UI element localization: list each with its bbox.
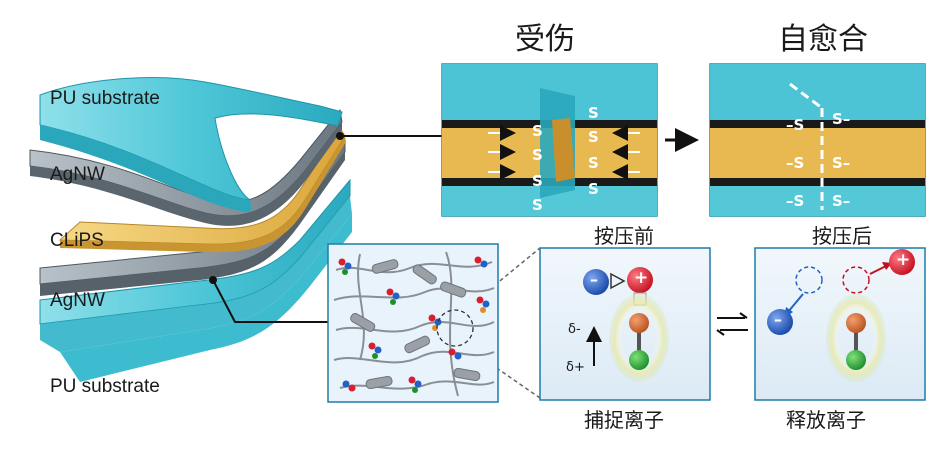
equilibrium-arrows	[716, 312, 748, 336]
damaged-panel	[441, 63, 658, 217]
released-anion	[767, 309, 793, 335]
caption-capture-ions: 捕捉离子	[584, 408, 664, 432]
pu-top-layer	[39, 77, 343, 201]
sulfur-label: S	[588, 128, 599, 146]
label-pu-substrate-top: PU substrate	[50, 88, 160, 109]
sulfur-label: S	[588, 154, 599, 172]
delta-minus-label: δ-	[568, 322, 581, 337]
sulfur-bond-left: –S	[786, 154, 805, 172]
sulfur-label: S	[588, 104, 599, 122]
sulfur-bond-left: –S	[786, 192, 805, 210]
caption-after-press: 按压后	[812, 224, 872, 248]
caption-release-ions: 释放离子	[786, 408, 866, 432]
label-pu-substrate-bottom: PU substrate	[50, 376, 160, 397]
release-ions-panel	[754, 247, 926, 401]
sulfur-label: S	[532, 196, 543, 214]
title-healed: 自愈合	[778, 22, 868, 57]
minus-sign: –	[590, 270, 598, 289]
healed-panel	[709, 63, 926, 217]
label-clips: CLiPS	[50, 230, 104, 251]
sulfur-bond-right: S–	[832, 192, 851, 210]
sulfur-bond-right: S–	[832, 110, 851, 128]
sulfur-bond-right: S–	[832, 154, 851, 172]
minus-sign: –	[774, 310, 782, 329]
plus-sign: +	[634, 268, 649, 288]
caption-before-press: 按压前	[594, 224, 654, 248]
sulfur-label: S	[532, 172, 543, 190]
label-agnw-top: AgNW	[50, 164, 105, 185]
sulfur-label: S	[532, 146, 543, 164]
sulfur-bond-left: –S	[786, 116, 805, 134]
released-cation	[889, 249, 915, 275]
sulfur-label: S	[532, 122, 543, 140]
title-damaged: 受伤	[515, 22, 575, 57]
layer-stack	[29, 77, 352, 382]
plus-sign: +	[896, 250, 911, 270]
delta-plus-label: δ+	[566, 360, 585, 375]
label-agnw-bottom: AgNW	[50, 290, 105, 311]
polymer-network-box	[327, 243, 499, 403]
cation	[627, 267, 653, 293]
capture-ions-panel	[539, 247, 711, 401]
sulfur-label: S	[588, 180, 599, 198]
anion	[583, 269, 609, 295]
